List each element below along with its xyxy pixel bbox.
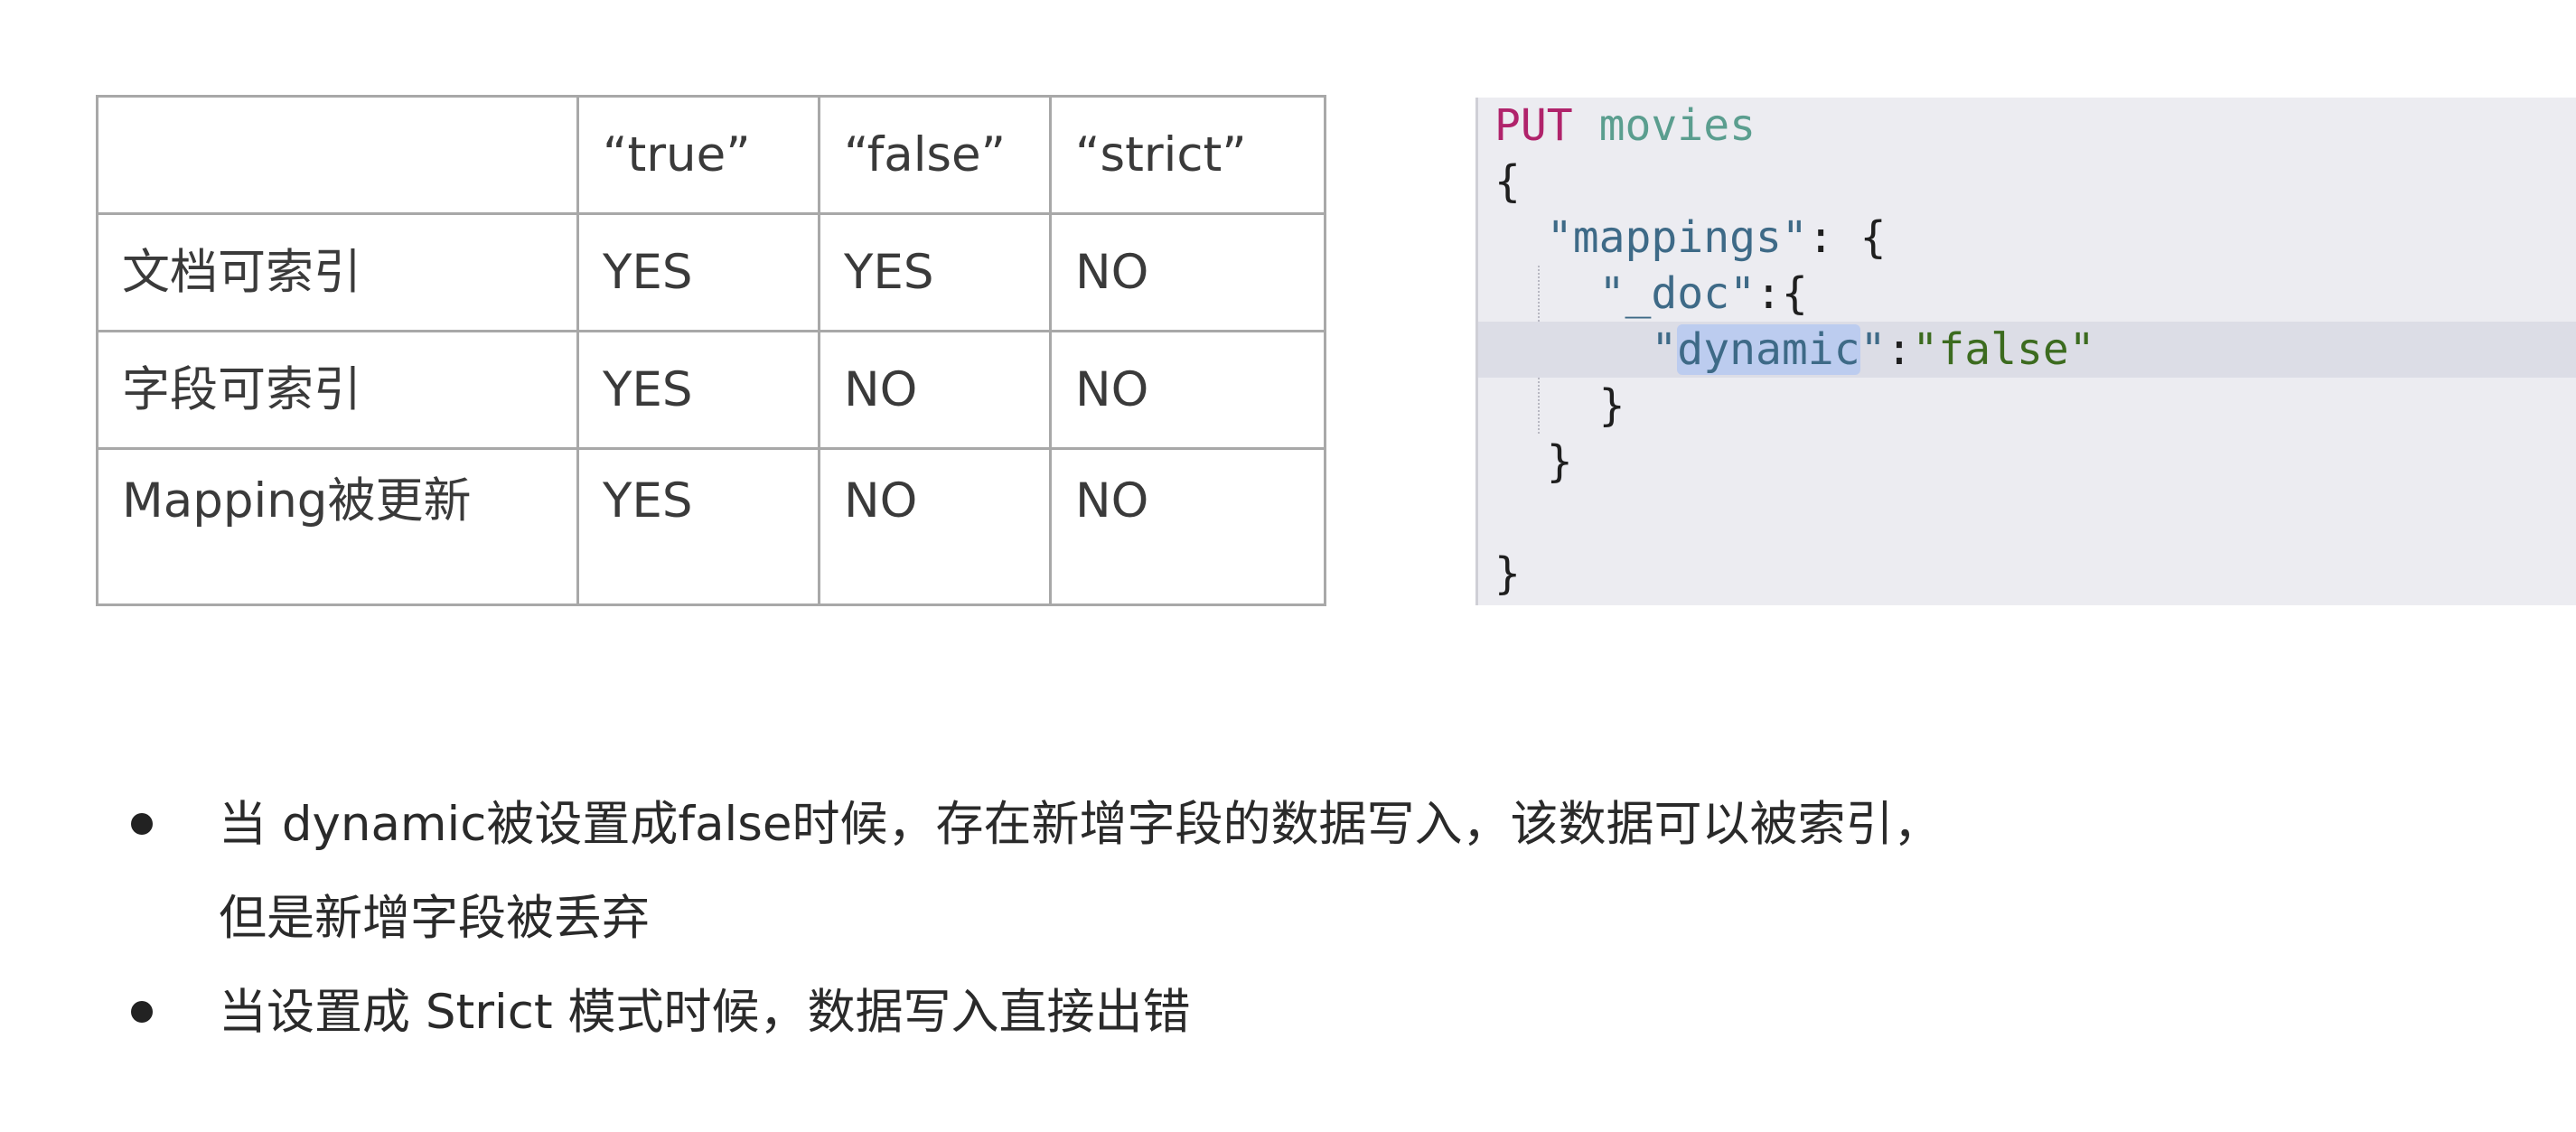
table-row-label: 字段可索引 [96, 330, 579, 450]
code-line-close-brace: } [1494, 548, 1521, 599]
table-row-label: Mapping被更新 [96, 447, 579, 606]
table-header-row: “true” “false” “strict” [96, 95, 1326, 215]
table-cell: YES [576, 330, 820, 450]
doc-key: "_doc" [1598, 268, 1756, 319]
code-block[interactable]: PUT movies { "mappings": { "_doc":{ "dyn… [1475, 98, 2576, 605]
http-method: PUT [1494, 100, 1573, 151]
table-header-cell: “false” [818, 95, 1052, 215]
dynamic-mode-table: “true” “false” “strict” 文档可索引 YES YES NO… [96, 95, 1326, 606]
table-cell: YES [818, 212, 1052, 332]
table-header-cell: “strict” [1049, 95, 1326, 215]
table-cell: NO [1049, 212, 1326, 332]
table-cell: NO [1049, 330, 1326, 450]
table-cell: YES [576, 447, 820, 606]
note-text: 但是新增字段被丢弃 [219, 891, 650, 946]
index-path: movies [1598, 100, 1756, 151]
code-line-mid-close: } [1546, 436, 1573, 487]
code-line-open-brace: { [1494, 156, 1521, 207]
table-header-cell [96, 95, 579, 215]
bullet-dot [131, 813, 153, 835]
table-header-cell: “true” [576, 95, 820, 215]
code-line-inner-close: } [1598, 380, 1625, 431]
code-line-doc: "_doc":{ [1598, 268, 1808, 319]
table-cell: NO [818, 330, 1052, 450]
mappings-key: "mappings" [1546, 212, 1808, 263]
dynamic-key-selection: dynamic [1677, 324, 1860, 375]
table-row: 字段可索引 YES NO NO [96, 330, 1326, 450]
note-text: 当设置成 Strict 模式时候，数据写入直接出错 [219, 985, 1191, 1040]
dynamic-value: "false" [1912, 324, 2095, 375]
table-cell: NO [818, 447, 1052, 606]
table-cell: YES [576, 212, 820, 332]
table-row: Mapping被更新 YES NO NO [96, 447, 1326, 606]
table-row: 文档可索引 YES YES NO [96, 212, 1326, 332]
bullet-dot [131, 1001, 153, 1023]
code-line-request: PUT movies [1478, 98, 2576, 154]
table-cell: NO [1049, 447, 1326, 606]
note-text: 当 dynamic被设置成false时候，存在新增字段的数据写入，该数据可以被索… [219, 797, 1942, 852]
code-line-dynamic: "dynamic":"false" [1478, 322, 2576, 378]
table-row-label: 文档可索引 [96, 212, 579, 332]
code-line-mappings: "mappings": { [1546, 212, 1887, 263]
